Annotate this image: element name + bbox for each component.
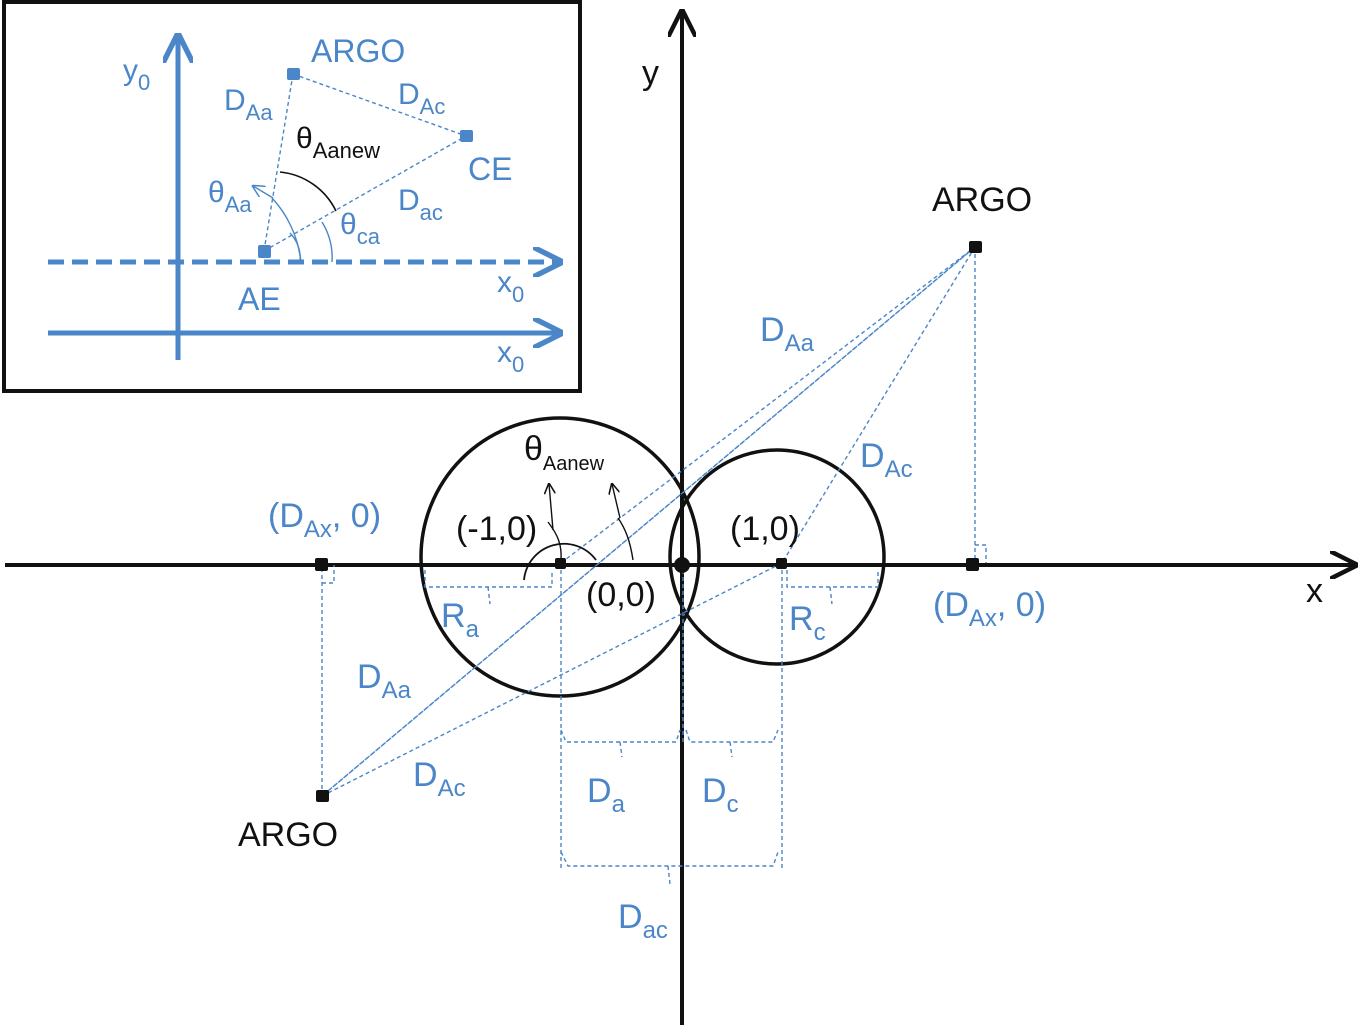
circle-a <box>419 416 701 698</box>
inset-ae-point <box>258 245 271 258</box>
da-label: Da <box>587 772 626 818</box>
argo-bottom-label: ARGO <box>238 816 338 854</box>
theta-aanew-label: θAanew <box>524 430 605 475</box>
inset-dac-lower-label: Dac <box>398 184 443 225</box>
circle-c <box>668 448 886 666</box>
origin-label: (0,0) <box>586 576 656 614</box>
argo-bottom-point <box>316 790 329 802</box>
inset-argo-label: ARGO <box>311 33 405 69</box>
point-minus-one <box>555 558 566 569</box>
y-axis-label: y <box>642 54 659 92</box>
points <box>315 241 982 802</box>
daa-bottom-label: DAa <box>357 658 412 704</box>
point-plus-one <box>776 558 787 569</box>
argo-top-label: ARGO <box>932 181 1032 219</box>
inset-x0-lower-label: x0 <box>497 336 524 377</box>
inset-daa-label: DAa <box>224 84 273 125</box>
ra-label: Ra <box>441 597 480 643</box>
dac-label: Dac <box>618 898 668 944</box>
dax-left-point <box>315 558 328 571</box>
inset-x0-upper-label: x0 <box>497 266 524 307</box>
inset-ae-label: AE <box>238 281 281 317</box>
daa-top-label: DAa <box>760 311 815 357</box>
dashed-construction-lines <box>321 246 987 885</box>
inset-theta-ca-label: θca <box>340 208 381 249</box>
inset-ce-label: CE <box>468 151 512 187</box>
dac-bottom-label: DAc <box>413 756 466 802</box>
origin-point <box>674 557 690 573</box>
inset-argo-point <box>287 68 300 80</box>
x-axis-label: x <box>1306 572 1323 610</box>
dax-right-point <box>966 558 979 571</box>
dax-right-label: (DAx, 0) <box>933 586 1046 632</box>
inset-dac-upper-label: DAc <box>398 78 445 119</box>
inset-y0-label: y0 <box>123 54 150 95</box>
argo-top-point <box>969 241 982 253</box>
dac-top-label: DAc <box>860 437 913 483</box>
inset-theta-aa-label: θAa <box>208 176 252 217</box>
inset-ce-point <box>460 130 473 142</box>
point-minus-one-label: (-1,0) <box>456 510 537 548</box>
inset-theta-aanew-label: θAanew <box>296 122 380 163</box>
theta-arcs <box>523 484 634 581</box>
dax-left-label: (DAx, 0) <box>268 497 381 543</box>
dc-label: Dc <box>702 772 739 818</box>
point-plus-one-label: (1,0) <box>730 510 800 548</box>
inset-panel <box>2 0 582 393</box>
rc-label: Rc <box>789 600 826 646</box>
